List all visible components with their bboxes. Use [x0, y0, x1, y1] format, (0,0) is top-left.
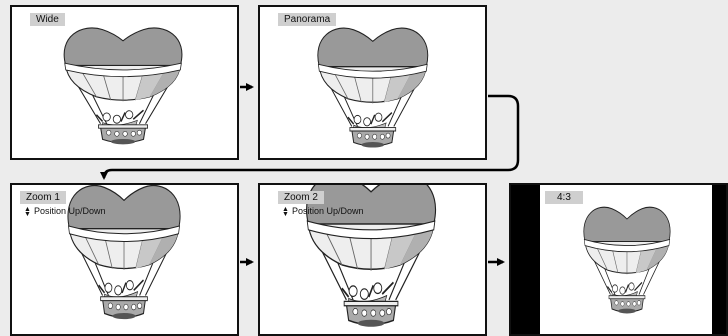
mode-label-wide: Wide: [30, 13, 65, 26]
zoom1-frame: Zoom 1 ▲▼Position Up/Down: [10, 183, 239, 336]
left-black-bar: [511, 185, 540, 334]
right-black-bar: [712, 185, 726, 334]
up-down-triangle-icon: ▲▼: [282, 205, 289, 218]
mode-label-panorama: Panorama: [278, 13, 337, 26]
up-down-triangle-icon: ▲▼: [24, 205, 31, 218]
mode-label-zoom1: Zoom 1: [20, 191, 66, 204]
mode-label-zoom2: Zoom 2: [278, 191, 324, 204]
position-hint: ▲▼Position Up/Down: [282, 205, 364, 218]
balloon-illustration: [63, 27, 183, 146]
panorama-frame: Panorama: [258, 5, 487, 160]
zoom2-frame: Zoom 2 ▲▼Position Up/Down: [258, 183, 487, 336]
balloon-illustration: [583, 206, 671, 315]
position-hint: ▲▼Position Up/Down: [24, 205, 106, 218]
mode-label-4-3: 4:3: [545, 191, 583, 204]
balloon-illustration: [317, 27, 429, 149]
wide-frame: Wide: [10, 5, 239, 160]
aspect-43-frame: 4:3: [509, 183, 728, 336]
